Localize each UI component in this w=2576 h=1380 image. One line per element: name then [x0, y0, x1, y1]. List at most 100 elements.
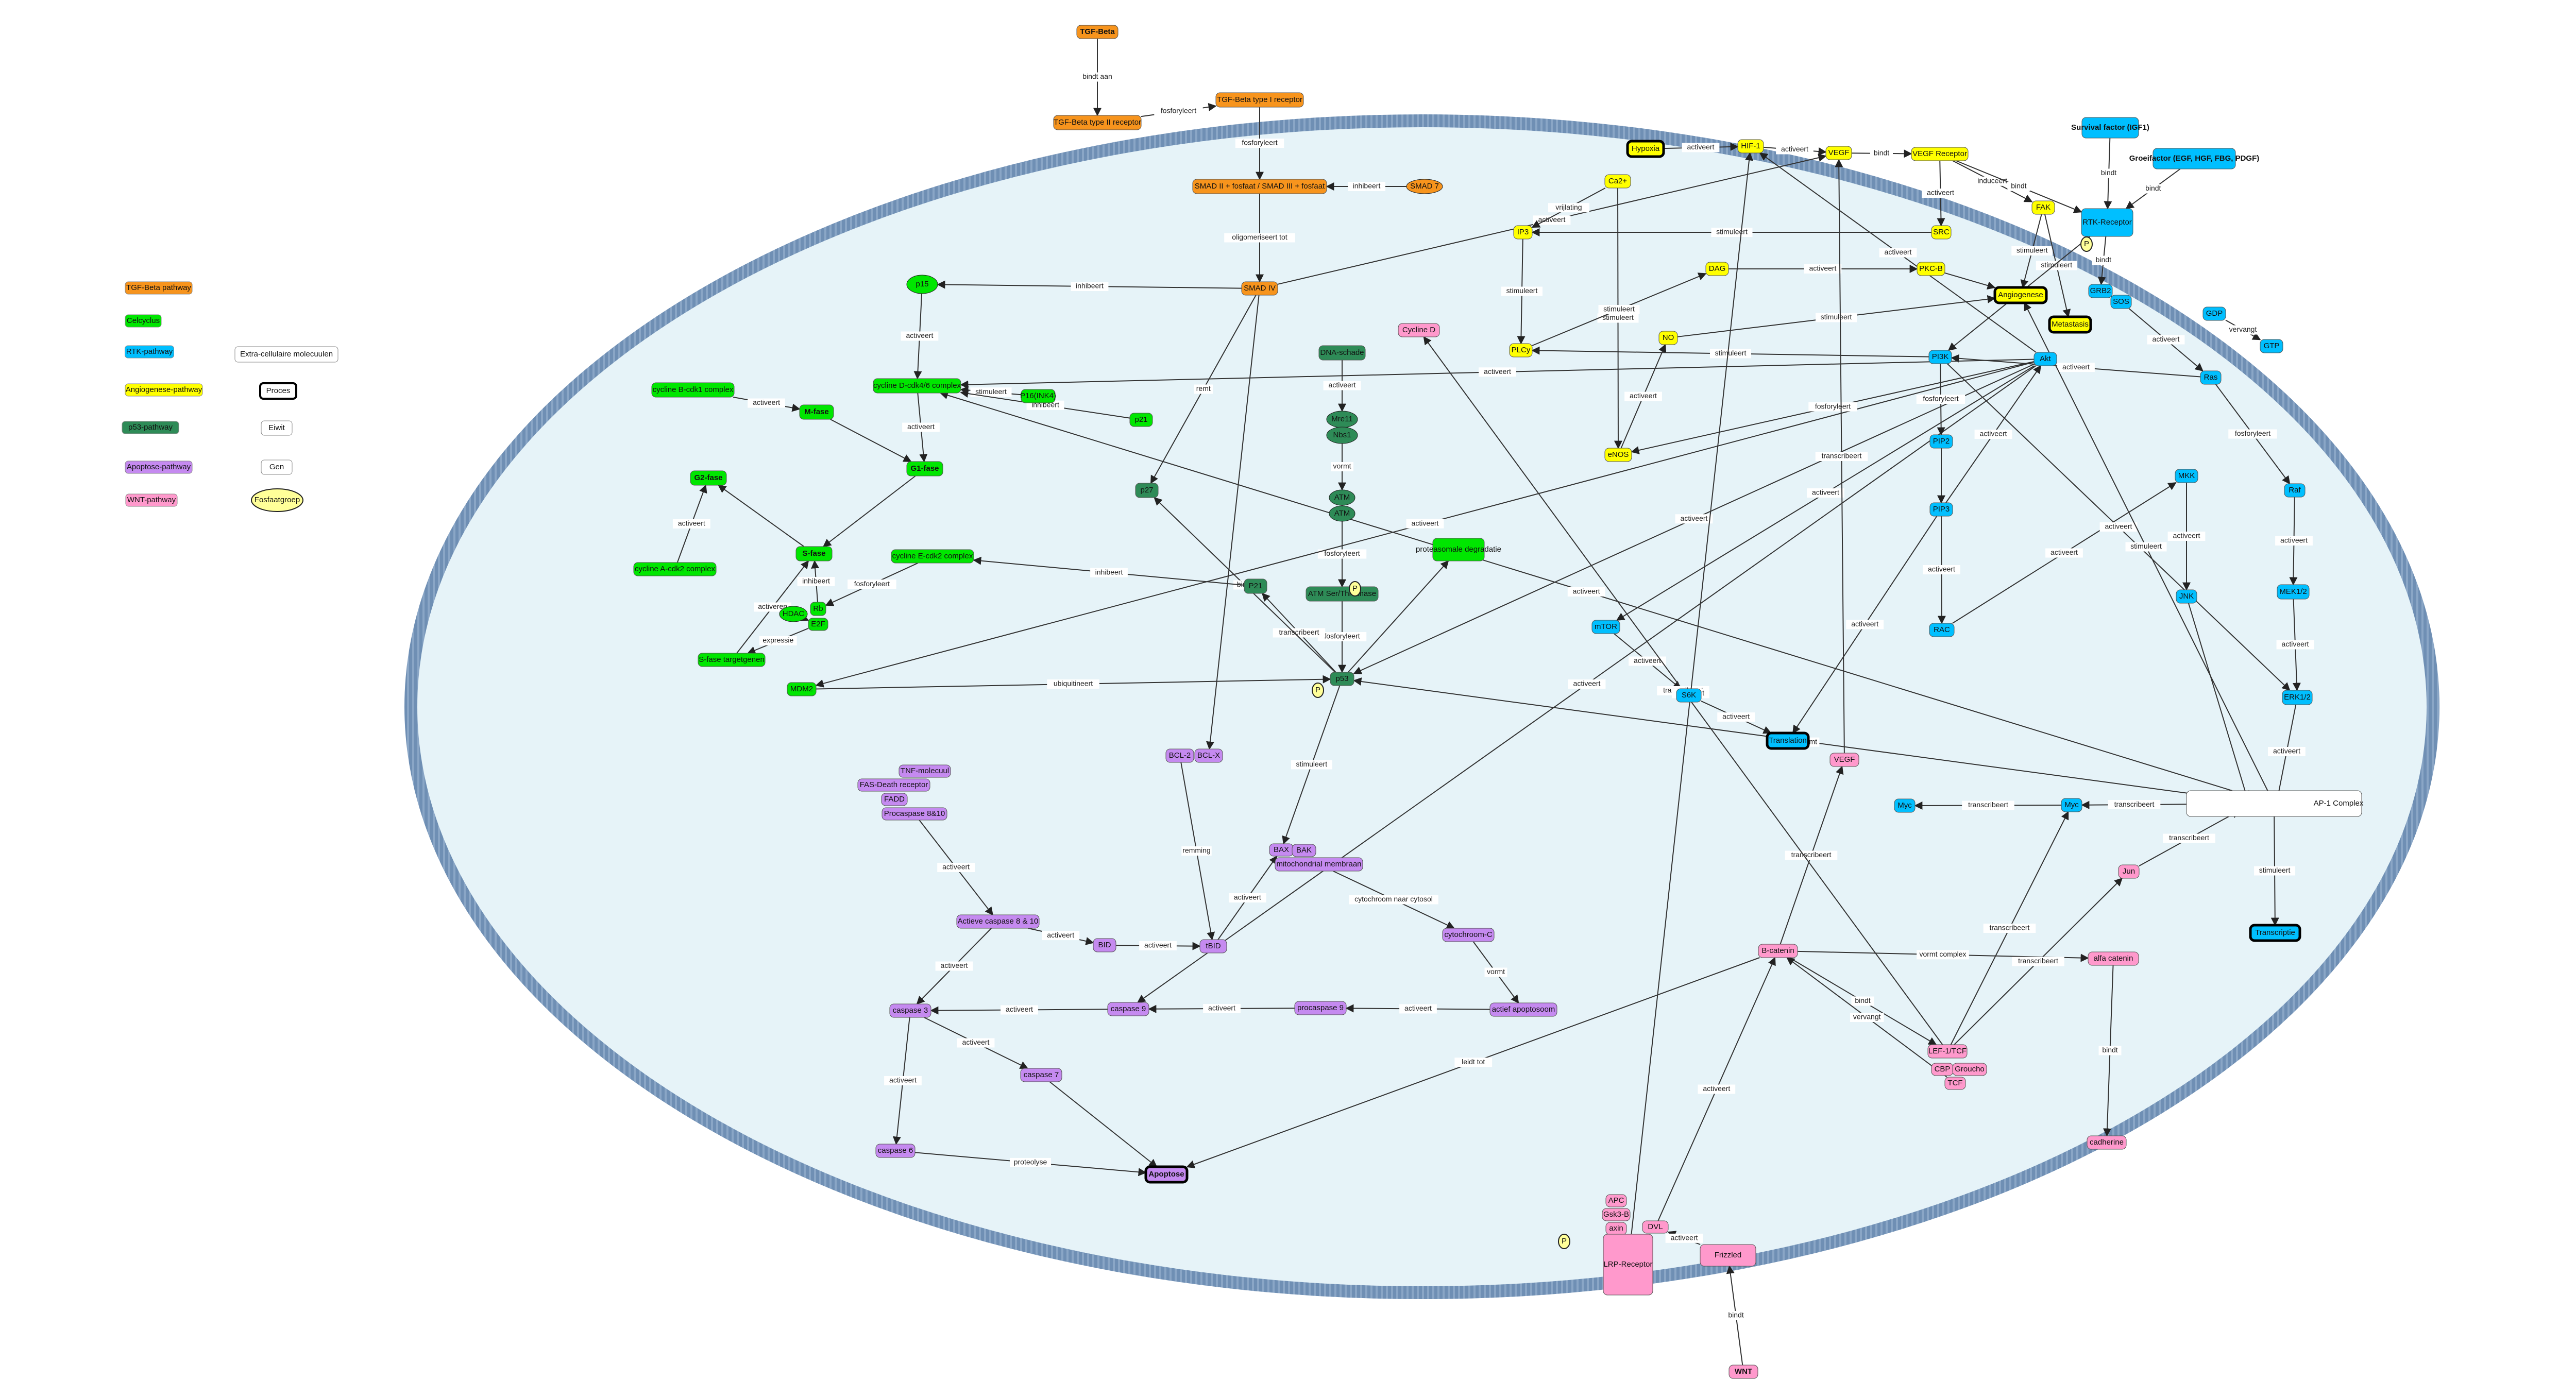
edge-smad4-p15: inhibeert — [937, 280, 1242, 291]
edge-smad7-smad23: inhibeert — [1326, 182, 1406, 191]
edge-label: activeert — [1851, 620, 1878, 628]
node-label: AP-1 Complex — [2314, 799, 2364, 808]
edge-casp7-apoptose — [1049, 1081, 1158, 1167]
edge-label: activeert — [2282, 640, 2309, 648]
node-label: JNK — [2179, 592, 2194, 601]
edge-label: oligomeriseert tot — [1232, 233, 1287, 241]
edge-label: fosforyleert — [854, 580, 890, 588]
node-mek: MEK1/2 — [2277, 584, 2310, 600]
node-p21c: p21 — [1129, 413, 1153, 427]
node-procasp: Procaspase 8&10 — [882, 807, 947, 821]
node-label: DNA-schade — [1320, 348, 1364, 357]
edge-label: proteolyse — [1014, 1158, 1047, 1166]
node-label: cadherine — [2090, 1138, 2124, 1147]
node-label: tBID — [1206, 942, 1221, 950]
edge-label: activeert — [1980, 430, 2007, 438]
node-grb2: GRB2 — [2088, 284, 2113, 298]
node-label: G1-fase — [910, 464, 939, 473]
node-label: B-catenin — [1761, 946, 1794, 955]
node-label: Groucho — [1955, 1065, 1985, 1074]
node-enos: eNOS — [1604, 448, 1632, 462]
edge-p21-cyclinee: inhibeert — [973, 556, 1245, 586]
edge-pi3k-plcy: stimuleert — [1531, 346, 1929, 359]
edge-label: stimuleert — [1506, 286, 1538, 295]
edge-akt-hif: activeert — [1759, 152, 2037, 353]
node-ip3: IP3 — [1513, 225, 1533, 240]
node-tgfb2: TGF-Beta type II receptor — [1053, 115, 1142, 130]
node-label: HDAC — [783, 609, 805, 618]
node-label: SRC — [1933, 228, 1950, 236]
edge-pip3-transl: activeert — [1792, 516, 1938, 734]
node-label: RTK-Receptor — [2082, 218, 2132, 227]
node-label: Groeifactor (EGF, HGF, FBG, PDGF) — [2129, 154, 2260, 163]
edge-label: vormt — [1333, 462, 1351, 470]
node-bcat: B-catenin — [1758, 944, 1798, 958]
node-label: APC — [1608, 1196, 1624, 1205]
node-fak: FAK — [2031, 200, 2055, 215]
edge-label: vormt complex — [1919, 950, 1966, 958]
edge-acat-cadh: bindt — [2098, 965, 2122, 1137]
node-pip3: PIP3 — [1929, 502, 1953, 517]
legend-label: Extra-cellulaire molecuulen — [240, 350, 333, 359]
node-cyclined_wnt: Cycline D — [1398, 323, 1440, 337]
edge-atm2-atmkin: fosforyleert — [1317, 521, 1367, 588]
edge-ap1-angiogen: stimuleert — [2024, 302, 2268, 791]
legend-item-leg-tgf: TGF-Beta pathway — [125, 281, 193, 295]
edge-label: activeert — [2173, 532, 2200, 540]
edge-apopt-procasp9: activeert — [1345, 1004, 1490, 1014]
node-myc1: Myc — [1894, 798, 1916, 813]
edge-label: activeert — [2273, 747, 2300, 755]
edge-akt-p53: activeert — [1353, 364, 2035, 674]
node-label: MKK — [2178, 471, 2195, 480]
node-rac: RAC — [1929, 623, 1955, 637]
edge-label: activeert — [962, 1038, 990, 1046]
edge-label: bindt — [1728, 1311, 1743, 1319]
edge-smad23-smad4: oligomeriseert tot — [1224, 194, 1295, 283]
node-g2fase: G2-fase — [690, 470, 727, 486]
node-label: Actieve caspase 8 & 10 — [958, 917, 1039, 926]
node-g1fase: G1-fase — [906, 461, 943, 476]
edge-label: activeert — [1234, 893, 1261, 901]
edge-label: bindt — [1874, 149, 1889, 157]
node-apc: APC — [1605, 1194, 1627, 1207]
node-smad23: SMAD II + fosfaat / SMAD III + fosfaat — [1192, 179, 1327, 194]
node-tcf: TCF — [1944, 1077, 1966, 1090]
edge-fak-angiogen: stimuleert — [2011, 214, 2053, 288]
node-casp7: caspase 7 — [1020, 1068, 1062, 1082]
edge-cyclinee-rb: fosforyleert — [825, 563, 919, 606]
edge-label: activeert — [1809, 264, 1837, 272]
edge-casp6-apoptose: proteolyse — [914, 1152, 1147, 1177]
legend-item-leg-rtk: RTK-pathway — [125, 345, 174, 359]
edge-label: cytochroom naar cytosol — [1354, 895, 1433, 903]
node-label: PLCy — [1512, 346, 1531, 354]
edge-myc2-myc1: transcribeert — [1914, 800, 2062, 810]
node-bclx: BCL-X — [1194, 748, 1223, 763]
edge-label: bindt — [2101, 168, 2116, 177]
node-label: BAX — [1274, 845, 1289, 854]
node-label: HIF-1 — [1741, 142, 1760, 150]
node-myc2: Myc — [2061, 798, 2082, 812]
node-label: BAK — [1296, 846, 1312, 855]
node-label: FAS-Death receptor — [860, 780, 928, 789]
node-atmkin: ATM Ser/Thr kinase — [1306, 586, 1379, 602]
node-mtor: mTOR — [1591, 620, 1620, 634]
edge-label: activeert — [678, 519, 705, 527]
node-label: S-fase targetgenen — [699, 655, 765, 664]
node-label: TNF-molecuul — [901, 766, 949, 775]
edges: bindt aanfosforyleertfosforyleertinhibee… — [672, 39, 2314, 1366]
edge-label: fosforyleert — [1242, 139, 1277, 147]
edge-gf-rtk: bindt — [2125, 168, 2181, 209]
phosphate-label: P — [1315, 686, 1320, 694]
node-label: Nbs1 — [1333, 431, 1351, 439]
node-jun_wnt: Jun — [2118, 864, 2140, 879]
edge-label: transcribeert — [2114, 800, 2155, 808]
edge-mtor-s6k: activeert — [1614, 633, 1682, 690]
legend-label: p53-pathway — [128, 423, 173, 432]
edge-ap1-myc2: transcribeert — [2081, 800, 2187, 810]
legend-item-leg-extra: Extra-cellulaire molecuulen — [234, 346, 338, 363]
node-smad7: SMAD 7 — [1406, 179, 1443, 194]
node-transl: Translation — [1766, 731, 1810, 750]
edge-casp810-casp3: activeert — [916, 928, 992, 1005]
edge-label: activeert — [1687, 143, 1715, 151]
node-label: FAK — [2036, 203, 2050, 212]
